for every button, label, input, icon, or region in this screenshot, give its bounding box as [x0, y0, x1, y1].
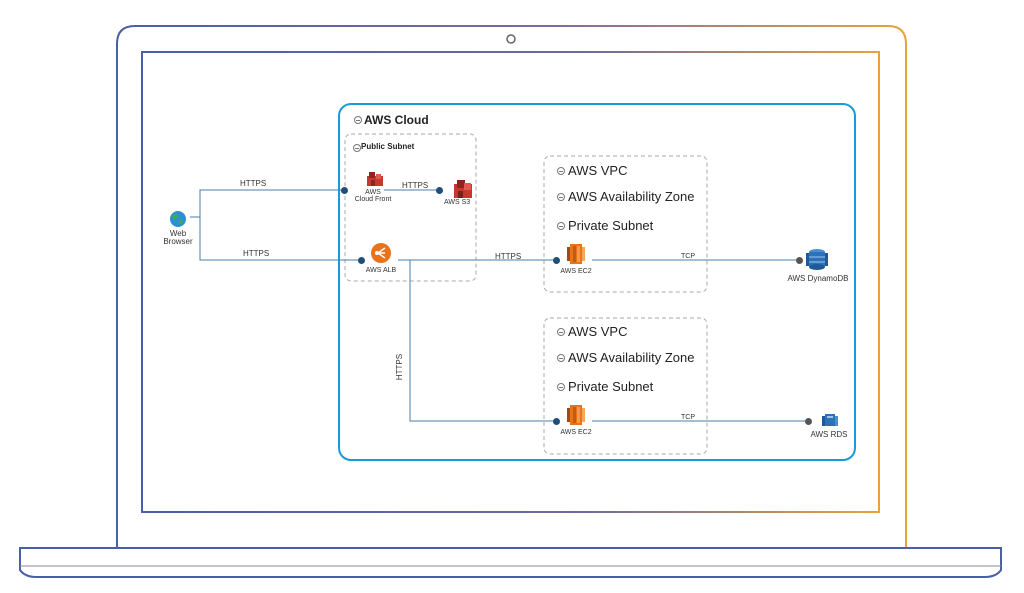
node-label: AWS [365, 189, 381, 196]
port-alb [358, 257, 365, 264]
edge-browser-cloudfront [199, 189, 345, 217]
port-ec2-top [553, 257, 560, 264]
node-label: AWS ALB [365, 267, 397, 274]
port-s3 [436, 187, 443, 194]
node-label: Browser [163, 237, 193, 246]
edge-alb-ec2-bottom [398, 259, 557, 422]
edge-label-vertical: HTTPS [395, 353, 405, 381]
node-label: AWS RDS [810, 430, 848, 439]
s3-bucket-icon [454, 180, 472, 198]
ec2-instance-icon [567, 405, 585, 425]
cloudfront-icon [367, 172, 383, 186]
port-rds [805, 418, 812, 425]
ec2-bottom-node[interactable]: AWS EC2 [558, 405, 594, 439]
rds-node[interactable]: AWS RDS [806, 412, 848, 442]
collapse-icon[interactable] [557, 354, 565, 362]
collapse-icon[interactable] [557, 193, 565, 201]
private-subnet-bottom-title: Private Subnet [568, 379, 654, 394]
web-browser-node[interactable]: Web Browser [160, 208, 196, 248]
collapse-icon[interactable] [557, 328, 565, 336]
private-subnet-top-title: Private Subnet [568, 218, 654, 233]
az-bottom-title: AWS Availability Zone [568, 350, 695, 365]
vpc-top-title: AWS VPC [568, 163, 628, 178]
edge-browser-alb [199, 217, 362, 261]
edge-label: HTTPS [495, 252, 522, 261]
edge-label: HTTPS [243, 249, 270, 258]
rds-icon [822, 414, 838, 426]
globe-icon [170, 211, 186, 227]
node-label: AWS EC2 [560, 268, 592, 275]
load-balancer-icon [371, 243, 391, 263]
collapse-icon[interactable] [557, 222, 565, 230]
edge-label: TCP [681, 414, 695, 421]
edge-label: HTTPS [402, 181, 429, 190]
collapse-icon[interactable] [557, 383, 565, 391]
collapse-icon[interactable] [557, 167, 565, 175]
dynamodb-node[interactable]: AWS DynamoDB [786, 248, 850, 284]
s3-node[interactable]: AWS S3 [444, 178, 476, 208]
vpc-bottom-title: AWS VPC [568, 324, 628, 339]
ec2-instance-icon [567, 244, 585, 264]
aws-cloud-boundary [338, 103, 856, 461]
az-top-title: AWS Availability Zone [568, 189, 695, 204]
dynamodb-icon [806, 249, 828, 270]
collapse-icon[interactable] [354, 116, 362, 124]
camera [506, 34, 516, 44]
public-subnet-title: Public Subnet [361, 142, 415, 151]
node-label: AWS S3 [444, 199, 471, 206]
collapse-icon[interactable] [353, 144, 361, 152]
aws-cloud-title: AWS Cloud [364, 113, 429, 127]
node-label: AWS DynamoDB [787, 274, 849, 283]
port-ec2-bottom [553, 418, 560, 425]
port-cloudfront [341, 187, 348, 194]
node-label: AWS EC2 [560, 429, 592, 436]
edge-label: TCP [681, 253, 695, 260]
node-label: Cloud Front [354, 196, 392, 203]
cloudfront-node[interactable]: AWS Cloud Front [352, 170, 394, 206]
node-label: Web [169, 229, 187, 238]
port-dynamodb [796, 257, 803, 264]
edge-label: HTTPS [240, 179, 267, 188]
alb-node[interactable]: AWS ALB [364, 243, 398, 275]
ec2-top-node[interactable]: AWS EC2 [558, 244, 594, 278]
